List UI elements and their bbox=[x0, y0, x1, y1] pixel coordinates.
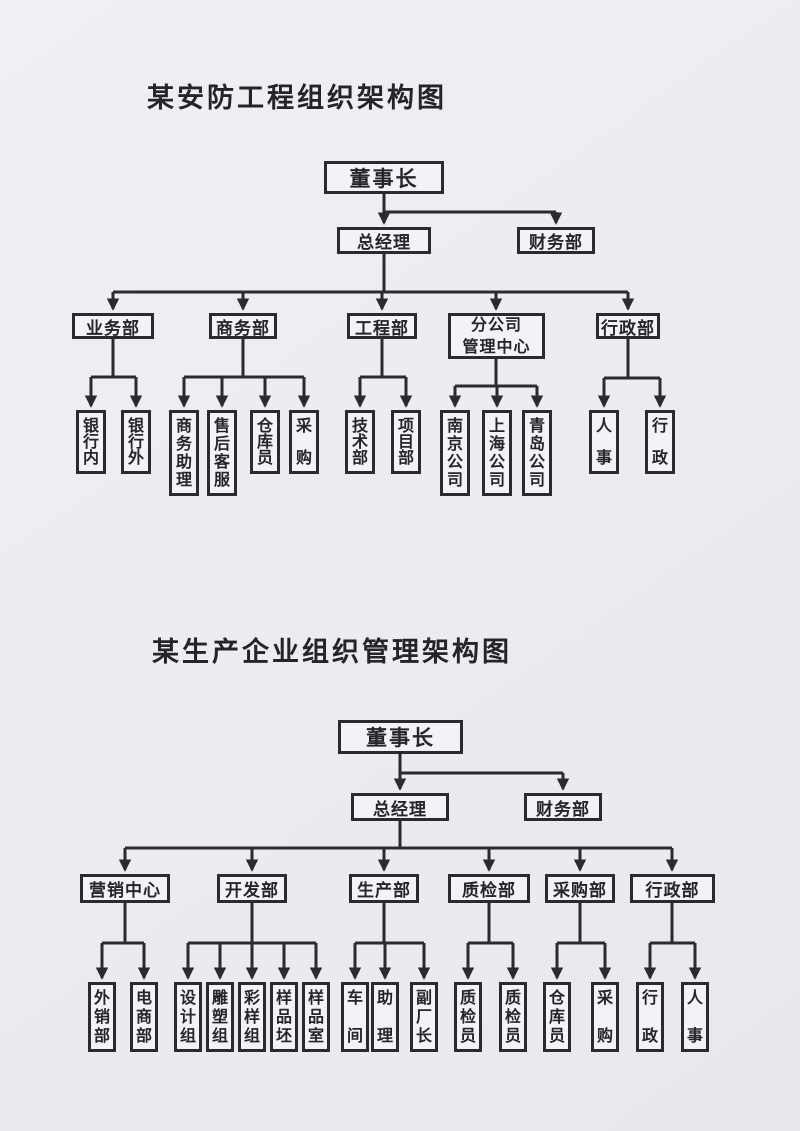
c2-chairman-box: 董事长 bbox=[338, 720, 463, 754]
c2-dept-development-box: 开发部 bbox=[217, 874, 287, 903]
c1-leaf-warehouse-keeper-box: 仓库员 bbox=[250, 410, 280, 474]
c2-finance-box: 财务部 bbox=[524, 793, 602, 821]
c2-leaf-quality-inspector-1-box: 质检员 bbox=[454, 982, 482, 1052]
c1-leaf-nanjing-company-box: 南京公司 bbox=[440, 410, 470, 496]
c1-leaf-project-box: 项目部 bbox=[391, 410, 421, 474]
c1-leaf-after-sales-service-box: 售后客服 bbox=[207, 410, 237, 496]
c1-leaf-technology-box: 技术部 bbox=[345, 410, 375, 474]
c2-dept-marketing-center-box: 营销中心 bbox=[80, 874, 170, 903]
c2-leaf-purchasing-box: 采购 bbox=[591, 982, 619, 1052]
branch-line-2: 管理中心 bbox=[462, 337, 531, 356]
c1-general-manager-box: 总经理 bbox=[337, 227, 431, 254]
chart2-title: 某生产企业组织管理架构图 bbox=[152, 637, 512, 668]
c2-leaf-ecommerce-box: 电商部 bbox=[130, 982, 158, 1052]
c1-dept-branch-management-box: 分公司 管理中心 bbox=[448, 313, 545, 359]
c1-dept-administration-box: 行政部 bbox=[596, 313, 660, 339]
chart1-title: 某安防工程组织架构图 bbox=[147, 83, 447, 114]
c1-leaf-purchasing-box: 采购 bbox=[289, 410, 319, 474]
c2-dept-administration-box: 行政部 bbox=[630, 874, 715, 903]
c2-leaf-sample-blank-box: 样品坯 bbox=[270, 982, 298, 1052]
c2-leaf-hr-box: 人事 bbox=[681, 982, 709, 1052]
c2-leaf-deputy-factory-director-box: 副厂长 bbox=[410, 982, 438, 1052]
branch-line-1: 分公司 bbox=[470, 315, 522, 335]
c2-leaf-workshop-box: 车间 bbox=[341, 982, 369, 1052]
c2-leaf-sculpture-team-box: 雕塑组 bbox=[206, 982, 234, 1052]
c1-leaf-shanghai-company-box: 上海公司 bbox=[482, 410, 512, 496]
c1-leaf-commerce-assistant-box: 商务助理 bbox=[169, 410, 199, 496]
c1-dept-engineering-box: 工程部 bbox=[347, 313, 417, 339]
c2-leaf-color-sample-team-box: 彩样组 bbox=[238, 982, 266, 1052]
c2-dept-procurement-box: 采购部 bbox=[545, 874, 615, 903]
c2-leaf-assistant-box: 助理 bbox=[371, 982, 399, 1052]
c1-leaf-bank-internal-box: 银行内 bbox=[76, 410, 106, 474]
c2-general-manager-box: 总经理 bbox=[351, 793, 449, 821]
c1-chairman-box: 董事长 bbox=[324, 161, 444, 194]
c2-leaf-quality-inspector-2-box: 质检员 bbox=[499, 982, 527, 1052]
c2-leaf-warehouse-keeper-box: 仓库员 bbox=[543, 982, 571, 1052]
c2-leaf-admin-box: 行政 bbox=[636, 982, 664, 1052]
c1-dept-business-box: 业务部 bbox=[72, 313, 154, 339]
c2-leaf-sample-room-box: 样品室 bbox=[302, 982, 330, 1052]
c2-leaf-design-team-box: 设计组 bbox=[174, 982, 202, 1052]
c1-leaf-admin-box: 行政 bbox=[645, 410, 675, 474]
c1-dept-commerce-box: 商务部 bbox=[209, 313, 277, 339]
c2-leaf-export-sales-box: 外销部 bbox=[88, 982, 116, 1052]
c1-leaf-qingdao-company-box: 青岛公司 bbox=[522, 410, 552, 496]
c1-leaf-bank-external-box: 银行外 bbox=[121, 410, 151, 474]
c2-dept-quality-inspection-box: 质检部 bbox=[448, 874, 530, 903]
c1-finance-box: 财务部 bbox=[517, 227, 595, 254]
c1-leaf-hr-box: 人事 bbox=[589, 410, 619, 474]
c2-dept-production-box: 生产部 bbox=[349, 874, 419, 903]
